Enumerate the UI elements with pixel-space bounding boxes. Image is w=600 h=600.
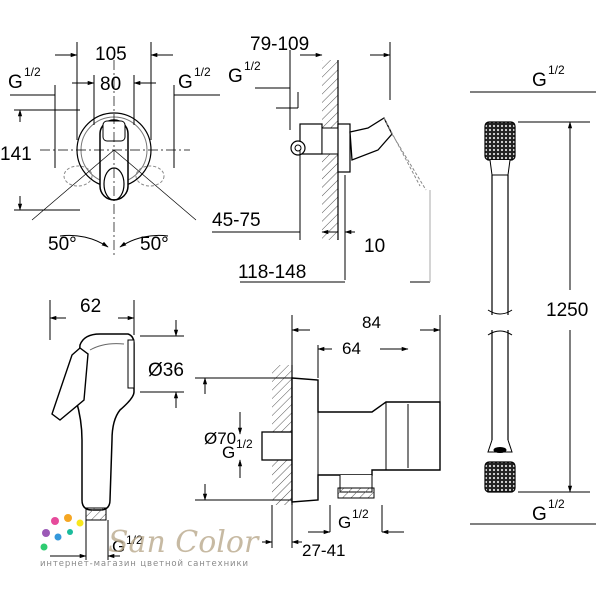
side-outlet	[290, 140, 306, 156]
dim-118-148: 118-148	[238, 262, 306, 283]
dim-45-75: 45-75	[212, 210, 261, 231]
thread-left-frac: 1/2	[24, 65, 41, 79]
thread-right-frac: 1/2	[194, 65, 211, 79]
watermark-dots	[40, 514, 84, 551]
hose-view	[470, 91, 596, 525]
angle-left: 50°	[48, 234, 77, 255]
dim-d70: Ø70	[204, 429, 236, 448]
spray-thread: G	[112, 537, 125, 556]
front-view	[10, 42, 220, 256]
outlet-thread-frac: 1/2	[352, 507, 369, 521]
hose-bottom-nut	[484, 461, 516, 493]
left-outlet-outline	[63, 165, 93, 187]
dim-141: 141	[0, 144, 32, 165]
hose-top-nut	[484, 121, 516, 161]
elbow-thread-frac: 1/2	[236, 437, 253, 451]
dim-d36: Ø36	[148, 360, 184, 381]
dim-27-41: 27-41	[302, 541, 345, 560]
hose-view-labels: G 1/2 1250 G 1/2	[532, 63, 588, 525]
dim-105: 105	[95, 44, 127, 65]
thread-right-label: G	[178, 72, 193, 93]
outlet-thread: G	[338, 513, 351, 532]
elbow-view-labels: 84 64 Ø70 G 1/2 G 1/2 27-41	[204, 313, 381, 560]
dim-84: 84	[362, 313, 381, 332]
dim-64: 64	[342, 339, 361, 358]
right-outlet-outline	[135, 165, 165, 187]
dim-80: 80	[100, 74, 121, 95]
elbow-thread: G	[222, 443, 235, 462]
side-view	[212, 42, 431, 283]
hose-top-frac: 1/2	[548, 63, 565, 77]
hose-bottom-thread: G	[532, 504, 547, 525]
spray-head-view	[49, 300, 184, 560]
side-thread-label: G	[228, 66, 243, 87]
hose-length: 1250	[546, 300, 588, 321]
spray-head-labels: 62 Ø36 G 1/2	[80, 296, 184, 556]
watermark-tagline: интернет-магазин цветной сантехники	[40, 559, 249, 569]
side-view-labels: 79-109 G 1/2 45-75 10 118-148	[212, 34, 385, 283]
watermark: San Color интернет-магазин цветной санте…	[40, 514, 260, 569]
spray-body	[75, 333, 135, 511]
elbow-view	[195, 315, 441, 548]
thread-left-label: G	[8, 72, 23, 93]
dim-79-109: 79-109	[250, 34, 309, 55]
side-lever	[349, 117, 393, 161]
dim-62: 62	[80, 296, 101, 317]
front-view-labels: 105 80 141 G 1/2 G 1/2 50° 50°	[0, 44, 211, 255]
angle-right: 50°	[140, 234, 169, 255]
hose-bottom-frac: 1/2	[548, 497, 565, 511]
spray-trigger	[51, 347, 89, 421]
dim-10: 10	[364, 236, 385, 257]
side-thread-frac: 1/2	[244, 59, 261, 73]
watermark-brand: San Color	[108, 525, 260, 560]
spray-thread-frac: 1/2	[126, 533, 143, 547]
hose-top-thread: G	[532, 70, 547, 91]
